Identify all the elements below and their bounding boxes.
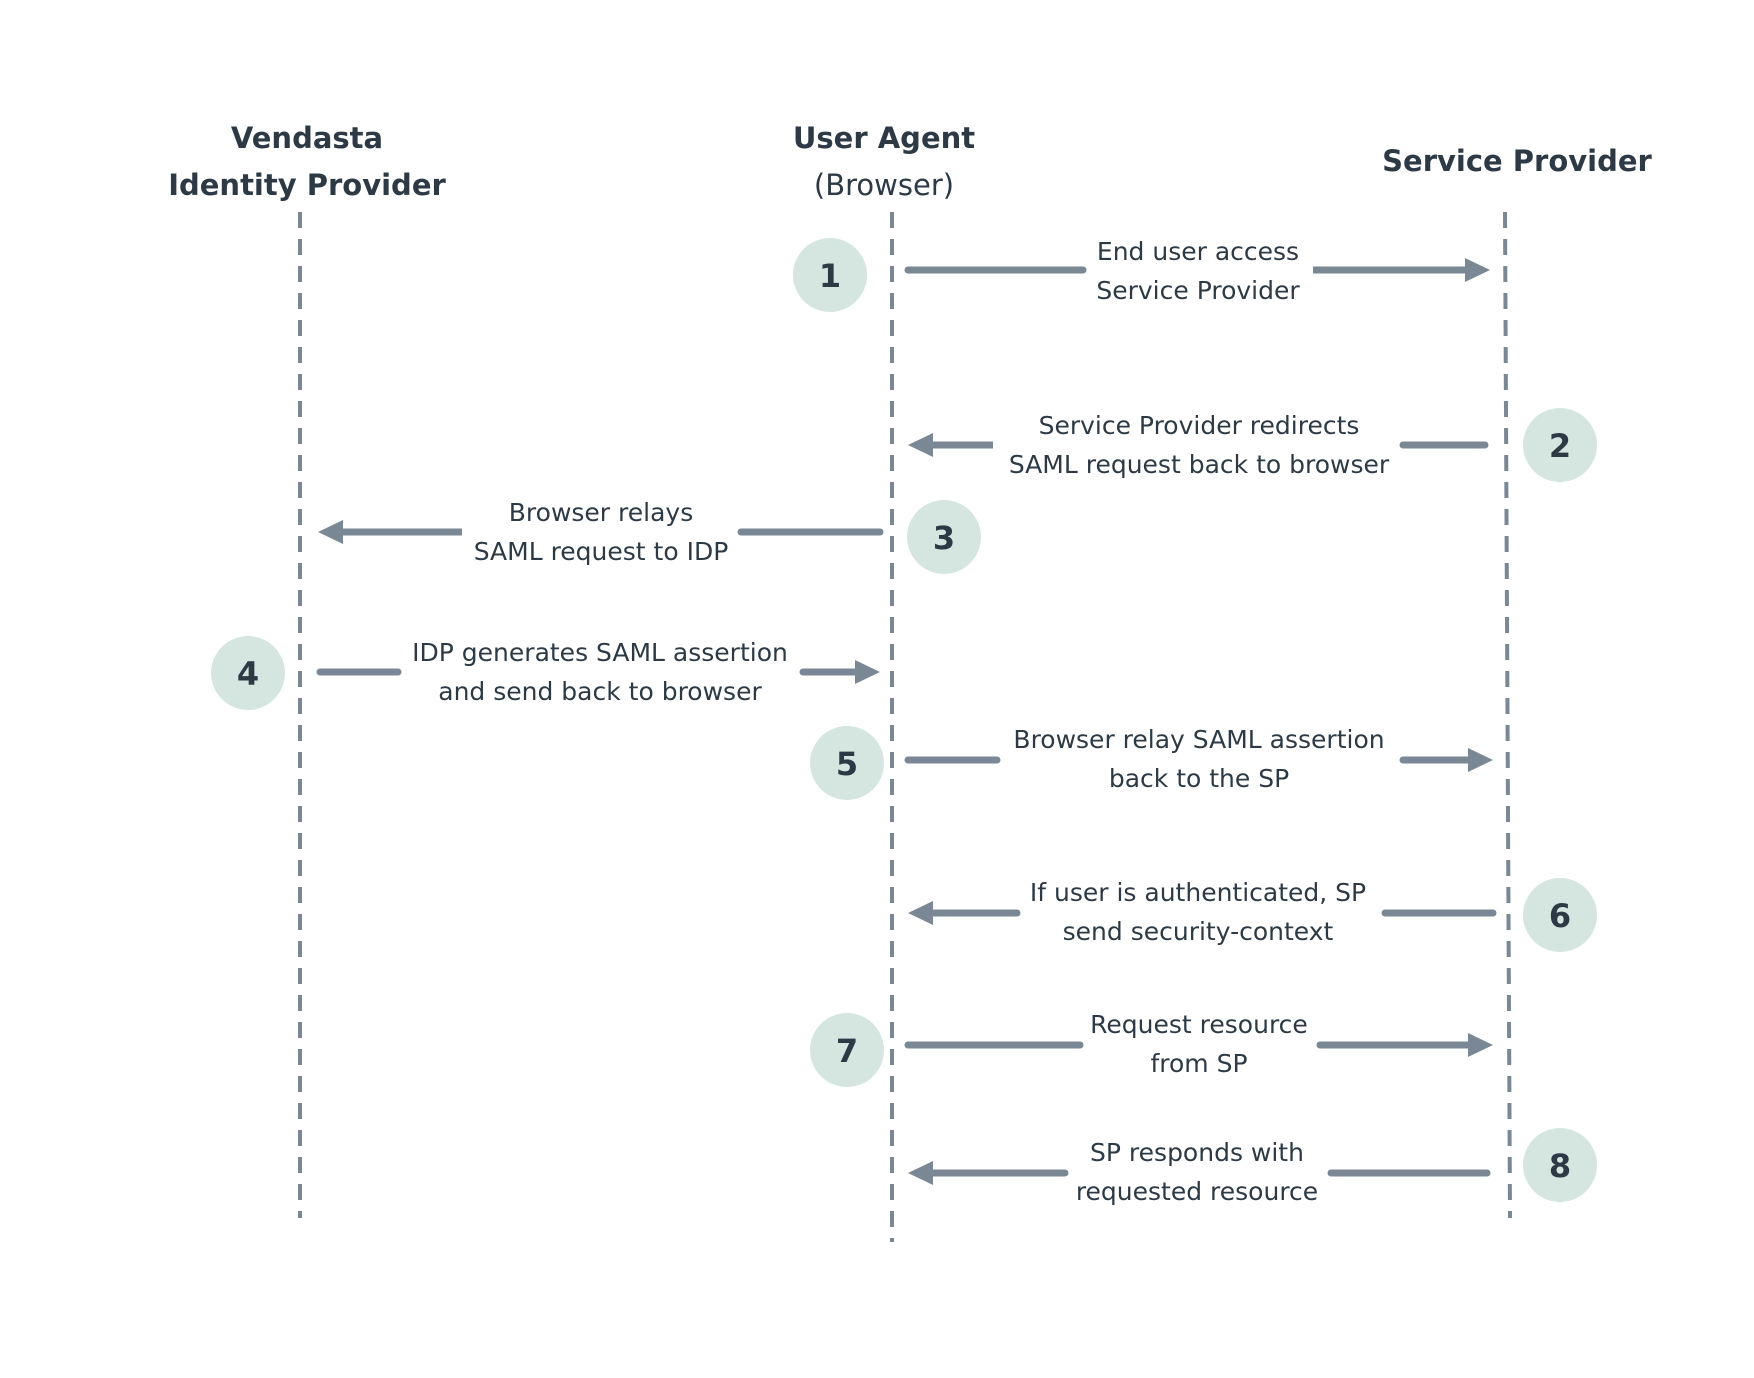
step-5-label: Browser relay SAML assertion back to the… xyxy=(1013,720,1384,798)
step-3-badge: 3 xyxy=(907,500,981,574)
lifeline-sp xyxy=(1503,211,1512,1219)
step-5-number: 5 xyxy=(836,745,858,783)
arrow-step-8 xyxy=(908,1161,1491,1185)
step-3-number: 3 xyxy=(933,519,955,557)
arrow-step-2 xyxy=(908,433,1489,457)
step-6-label: If user is authenticated, SP send securi… xyxy=(1030,873,1366,951)
actor-title-browser: User Agent (Browser) xyxy=(793,115,975,209)
actor-title-idp: Vendasta Identity Provider xyxy=(168,115,446,209)
step-8-number: 8 xyxy=(1549,1147,1571,1185)
step-5-label-line1: Browser relay SAML assertion xyxy=(1013,725,1385,754)
step-6-badge: 6 xyxy=(1523,878,1597,952)
step-4-label-line1: IDP generates SAML assertion xyxy=(412,638,788,667)
arrow-step-4 xyxy=(316,660,880,684)
step-8-badge: 8 xyxy=(1523,1128,1597,1202)
step-1-label: End user access Service Provider xyxy=(1096,232,1299,310)
step-3-label: Browser relays SAML request to IDP xyxy=(474,493,729,571)
step-3-label-line2: SAML request to IDP xyxy=(473,537,729,566)
arrow-step-6 xyxy=(908,901,1497,925)
arrow-step-1 xyxy=(904,258,1490,282)
step-7-label-line2: from SP xyxy=(1150,1049,1248,1078)
step-6-label-line1: If user is authenticated, SP xyxy=(1029,878,1367,907)
actor-browser-line1: User Agent xyxy=(792,121,976,155)
actor-title-sp: Service Provider xyxy=(1382,138,1652,185)
step-7-number: 7 xyxy=(836,1032,858,1070)
step-1-badge: 1 xyxy=(793,238,867,312)
step-4-badge: 4 xyxy=(211,636,285,710)
step-2-label: Service Provider redirects SAML request … xyxy=(1009,406,1389,484)
step-1-number: 1 xyxy=(819,257,841,295)
step-2-number: 2 xyxy=(1549,427,1571,465)
step-8-label: SP responds with requested resource xyxy=(1076,1133,1318,1211)
step-5-label-line2: back to the SP xyxy=(1108,764,1290,793)
step-1-label-line2: Service Provider xyxy=(1096,276,1300,305)
arrow-step-3 xyxy=(318,520,884,544)
arrow-step-7 xyxy=(904,1033,1493,1057)
step-4-label: IDP generates SAML assertion and send ba… xyxy=(412,633,788,711)
step-7-label-line1: Request resource xyxy=(1090,1010,1308,1039)
step-5-badge: 5 xyxy=(810,726,884,800)
actor-idp-line1: Vendasta xyxy=(230,121,384,155)
arrow-step-5 xyxy=(904,748,1493,772)
step-7-label: Request resource from SP xyxy=(1090,1005,1308,1083)
step-4-number: 4 xyxy=(237,655,259,693)
actor-sp-line1: Service Provider xyxy=(1382,144,1652,178)
step-2-label-line1: Service Provider redirects xyxy=(1038,411,1360,440)
step-1-label-line1: End user access xyxy=(1096,237,1300,266)
actor-idp-line2: Identity Provider xyxy=(168,168,446,202)
actor-browser-line2: (Browser) xyxy=(813,168,955,202)
step-2-label-line2: SAML request back to browser xyxy=(1008,450,1390,479)
step-6-label-line2: send security-context xyxy=(1062,917,1334,946)
step-8-label-line2: requested resource xyxy=(1075,1177,1319,1206)
step-7-badge: 7 xyxy=(810,1013,884,1087)
step-6-number: 6 xyxy=(1549,897,1571,935)
step-4-label-line2: and send back to browser xyxy=(438,677,762,706)
step-3-label-line1: Browser relays xyxy=(508,498,694,527)
step-8-label-line1: SP responds with xyxy=(1090,1138,1304,1167)
step-2-badge: 2 xyxy=(1523,408,1597,482)
